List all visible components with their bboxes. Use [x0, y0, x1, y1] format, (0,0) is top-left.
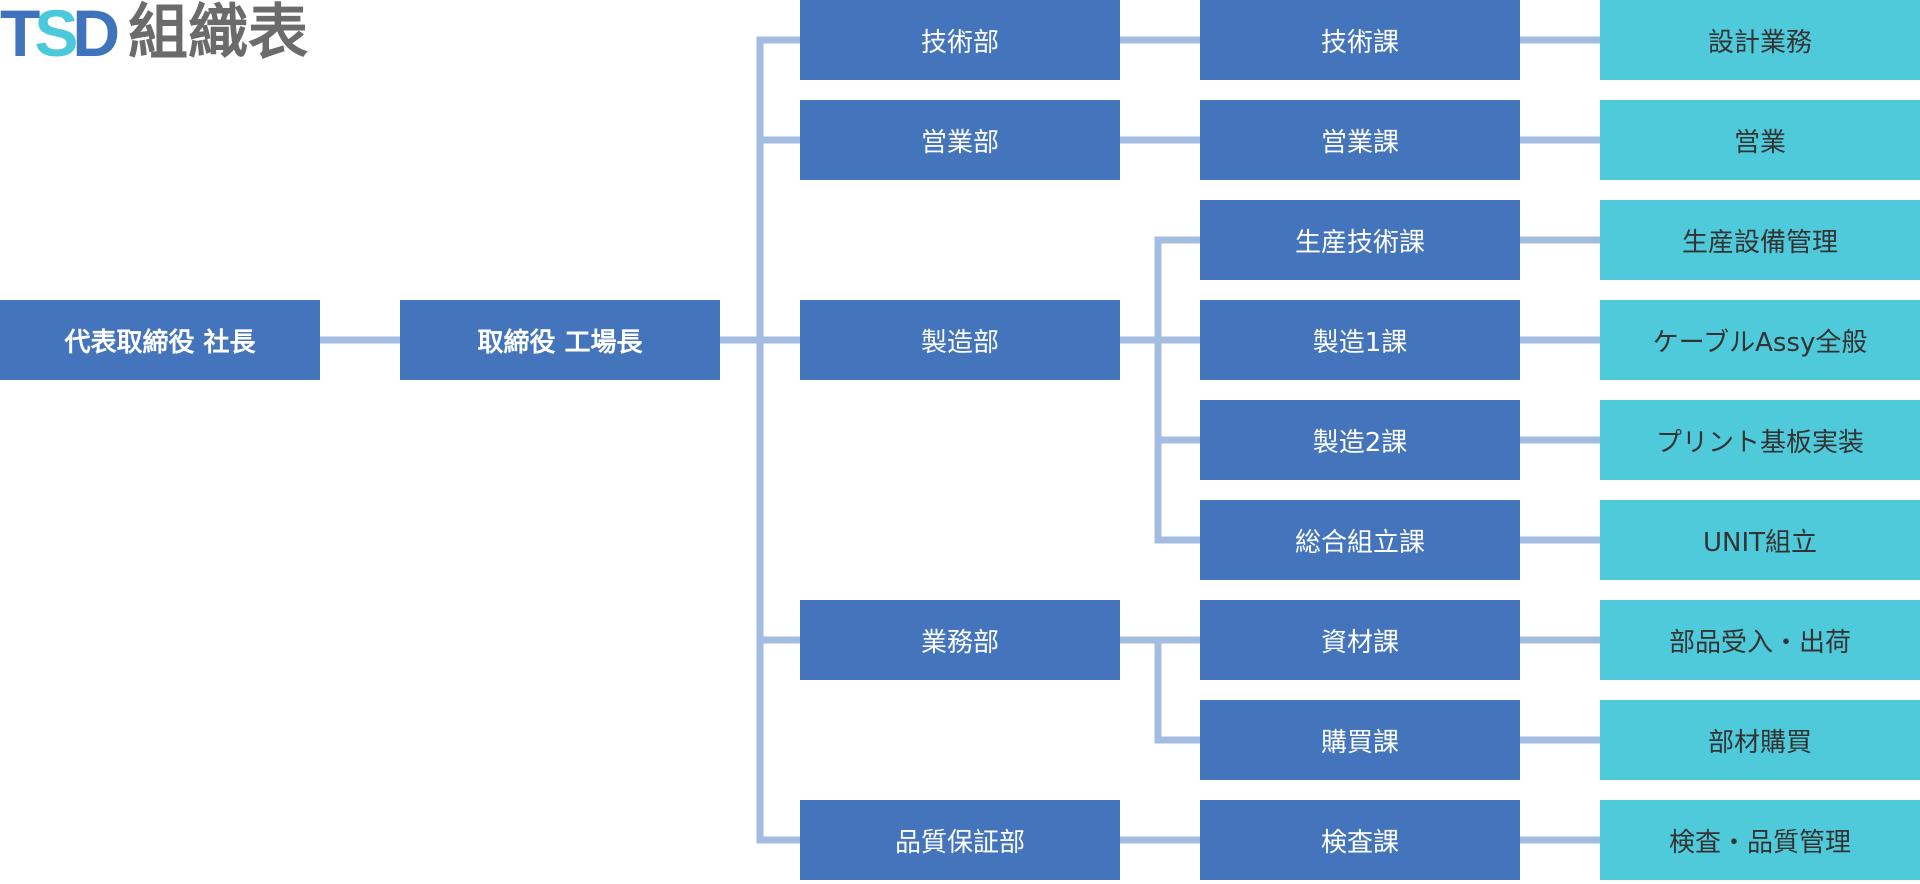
logo-letter-s: S	[34, 0, 78, 70]
tsd-logo-mark: T S D	[0, 0, 120, 70]
duty-box: 部品受入・出荷	[1600, 600, 1920, 680]
duty-box: 生産設備管理	[1600, 200, 1920, 280]
president-box: 代表取締役 社長	[0, 300, 320, 380]
logo: T S D 組織表	[0, 0, 308, 66]
section-box: 購買課	[1200, 700, 1520, 780]
duty-box: UNIT組立	[1600, 500, 1920, 580]
director-box: 取締役 工場長	[400, 300, 720, 380]
section-box: 生産技術課	[1200, 200, 1520, 280]
page-title: 組織表	[128, 0, 309, 68]
department-box: 営業部	[800, 100, 1120, 180]
section-box: 検査課	[1200, 800, 1520, 880]
duty-box: 検査・品質管理	[1600, 800, 1920, 880]
logo-letter-d: D	[72, 0, 120, 70]
department-box: 技術部	[800, 0, 1120, 80]
department-box: 業務部	[800, 600, 1120, 680]
duty-box: ケーブルAssy全般	[1600, 300, 1920, 380]
duty-box: 営業	[1600, 100, 1920, 180]
section-box: 製造1課	[1200, 300, 1520, 380]
section-box: 資材課	[1200, 600, 1520, 680]
duty-box: プリント基板実装	[1600, 400, 1920, 480]
section-box: 製造2課	[1200, 400, 1520, 480]
department-box: 品質保証部	[800, 800, 1120, 880]
duty-box: 設計業務	[1600, 0, 1920, 80]
logo-letter-t: T	[0, 0, 40, 70]
section-box: 営業課	[1200, 100, 1520, 180]
section-box: 総合組立課	[1200, 500, 1520, 580]
duty-box: 部材購買	[1600, 700, 1920, 780]
department-box: 製造部	[800, 300, 1120, 380]
section-box: 技術課	[1200, 0, 1520, 80]
